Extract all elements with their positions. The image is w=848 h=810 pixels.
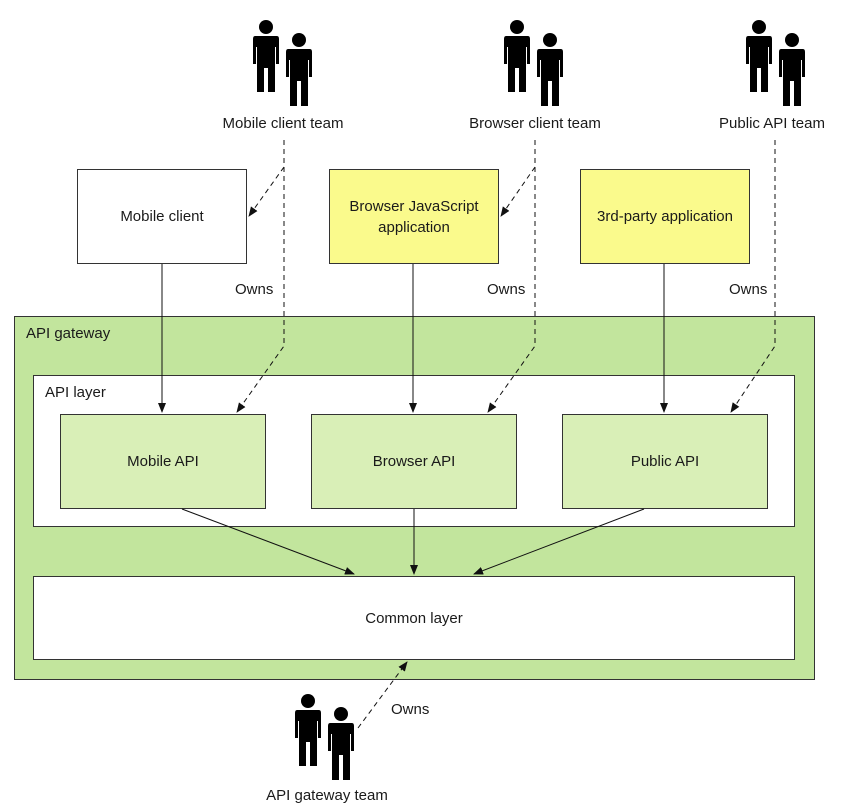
two-people-icon: [295, 694, 354, 780]
mobile-client-team-label: Mobile client team: [222, 115, 344, 132]
browser-api-box[interactable]: Browser API: [311, 414, 517, 509]
api-gateway-title: API gateway: [26, 325, 111, 342]
api-layer-title: API layer: [45, 384, 106, 401]
mobile-team-owns-client-arrow: [248, 166, 285, 217]
public-api-team-label: Public API team: [719, 115, 825, 132]
common-layer-box[interactable]: Common layer: [33, 576, 795, 660]
browser-javascript-application-box[interactable]: Browser JavaScript application: [329, 169, 499, 264]
api-gateway-team-label: API gateway team: [266, 787, 388, 804]
two-people-icon: [253, 20, 312, 106]
owns-label-mobile: Owns: [235, 281, 274, 298]
browser-client-team-label: Browser client team: [469, 115, 601, 132]
owns-label-gateway: Owns: [391, 701, 430, 718]
owns-label-public: Owns: [729, 281, 768, 298]
browser-team-owns-client-arrow: [500, 166, 536, 217]
owns-label-browser: Owns: [487, 281, 526, 298]
two-people-icon: [504, 20, 563, 106]
mobile-client-box[interactable]: Mobile client: [77, 169, 247, 264]
third-party-application-box[interactable]: 3rd-party application: [580, 169, 750, 264]
two-people-icon: [746, 20, 805, 106]
mobile-api-box[interactable]: Mobile API: [60, 414, 266, 509]
public-api-box[interactable]: Public API: [562, 414, 768, 509]
